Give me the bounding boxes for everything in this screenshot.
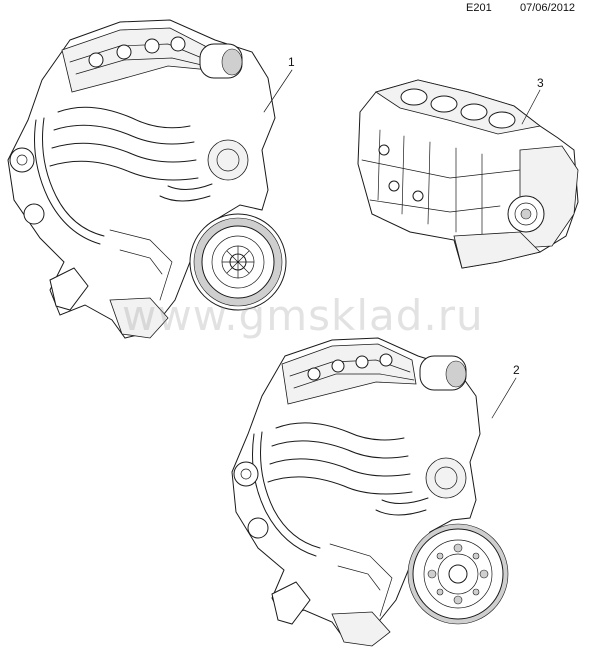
- callout-number: 2: [513, 363, 520, 377]
- complete-engine-with-flywheel: [231, 337, 509, 647]
- callout-number: 1: [288, 55, 295, 69]
- callout-leader-2: [491, 377, 517, 419]
- diagram-code: E201: [466, 2, 492, 14]
- callout-number: 3: [537, 76, 544, 90]
- complete-engine-with-clutch: [7, 19, 287, 339]
- callout-leader-1: [263, 69, 293, 113]
- short-block: [357, 79, 579, 269]
- callout-leader-3: [521, 89, 541, 125]
- diagram-date: 07/06/2012: [520, 2, 576, 14]
